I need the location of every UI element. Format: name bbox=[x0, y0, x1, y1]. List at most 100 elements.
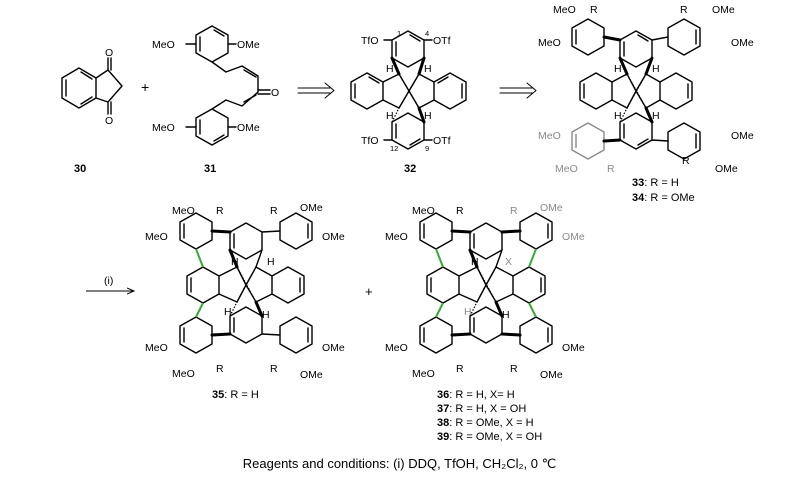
c36-ome-3: OMe bbox=[562, 342, 585, 354]
c37-label: 37: R = H, X = OH bbox=[437, 403, 526, 415]
compound-32-number: 32 bbox=[404, 163, 416, 175]
c36-ome-4: OMe bbox=[540, 369, 563, 381]
c35-definition: : R = H bbox=[224, 389, 259, 401]
c33-meo-2: MeO bbox=[538, 37, 561, 49]
c35-r-4: R bbox=[270, 363, 278, 375]
compound-36-39-structure bbox=[419, 212, 553, 354]
plus-sign-1: + bbox=[141, 79, 149, 95]
c32-tfo-top: TfO bbox=[361, 35, 379, 47]
c35-ome-4: OMe bbox=[300, 369, 323, 381]
c33-ome-4: OMe bbox=[715, 163, 738, 175]
c36-r-2: R bbox=[510, 205, 518, 217]
c35-meo-4: MeO bbox=[172, 368, 195, 380]
c32-h-4: H bbox=[424, 110, 432, 122]
c33-meo-1: MeO bbox=[553, 4, 576, 16]
c31-ome-bottom: OMe bbox=[237, 122, 260, 134]
c36-h-1: H bbox=[471, 256, 479, 268]
c35-h-2: H bbox=[267, 256, 275, 268]
c36-x: X bbox=[505, 256, 512, 268]
c39-definition: : R = OMe, X = OH bbox=[449, 431, 542, 443]
c32-otf-top: OTf bbox=[433, 35, 451, 47]
c32-tfo-bottom: TfO bbox=[361, 135, 379, 147]
c35-meo-2: MeO bbox=[145, 231, 168, 243]
plus-sign-2: + bbox=[365, 284, 373, 299]
compound-30-structure bbox=[61, 57, 123, 115]
c35-meo-1: MeO bbox=[172, 205, 195, 217]
c35-r-2: R bbox=[270, 205, 278, 217]
c36-meo-4: MeO bbox=[412, 368, 435, 380]
c35-number: 35 bbox=[212, 389, 224, 401]
compound-33-34-structure bbox=[571, 18, 701, 160]
c32-otf-bottom: OTf bbox=[433, 135, 451, 147]
c36-r-1: R bbox=[456, 205, 464, 217]
c36-ome-1: OMe bbox=[540, 202, 563, 214]
c33-h-3: H bbox=[614, 110, 622, 122]
c33-ome-3: OMe bbox=[731, 130, 754, 142]
reaction-conditions-caption: Reagents and conditions: (i) DDQ, TfOH, … bbox=[242, 456, 557, 471]
c37-definition: : R = H, X = OH bbox=[449, 403, 526, 415]
c36-meo-3: MeO bbox=[385, 342, 408, 354]
c35-r-3: R bbox=[216, 363, 224, 375]
retrosynthesis-arrow-1 bbox=[297, 82, 335, 99]
c30-o-top: O bbox=[105, 47, 113, 59]
c33-h-4: H bbox=[652, 110, 660, 122]
c35-ome-3: OMe bbox=[322, 342, 345, 354]
c36-meo-2: MeO bbox=[385, 231, 408, 243]
c38-definition: : R = OMe, X = H bbox=[449, 417, 533, 429]
compound-31-structure bbox=[185, 25, 271, 146]
c34-label: 34: R = OMe bbox=[632, 192, 695, 204]
c36-definition: : R = H, X= H bbox=[449, 389, 514, 401]
retrosynthesis-arrow-2 bbox=[499, 82, 537, 99]
c31-ketone-o: O bbox=[271, 87, 279, 99]
c33-ome-2: OMe bbox=[731, 37, 754, 49]
compound-35-structure bbox=[179, 212, 313, 354]
c36-r-4: R bbox=[510, 363, 518, 375]
c32-locant-12: 12 bbox=[390, 144, 398, 153]
c39-label: 39: R = OMe, X = OH bbox=[437, 431, 542, 443]
c35-h-1: H bbox=[231, 256, 239, 268]
c34-definition: : R = OMe bbox=[644, 192, 694, 204]
c35-label: 35: R = H bbox=[212, 389, 259, 401]
c36-number: 36 bbox=[437, 389, 449, 401]
c36-ome-2: OMe bbox=[562, 231, 585, 243]
c36-h-3: H bbox=[464, 306, 472, 318]
c38-number: 38 bbox=[437, 417, 449, 429]
c35-meo-3: MeO bbox=[145, 342, 168, 354]
c33-h-1: H bbox=[614, 63, 622, 75]
c33-h-2: H bbox=[652, 63, 660, 75]
compound-31-number: 31 bbox=[204, 163, 216, 175]
c32-locant-1: 1 bbox=[397, 29, 401, 38]
c31-meo-bottom: MeO bbox=[152, 122, 175, 134]
c39-number: 39 bbox=[437, 431, 449, 443]
c33-meo-3: MeO bbox=[538, 130, 561, 142]
c37-number: 37 bbox=[437, 403, 449, 415]
c33-label: 33: R = H bbox=[632, 177, 679, 189]
c35-h-4: H bbox=[262, 309, 270, 321]
c31-ome-top: OMe bbox=[237, 39, 260, 51]
c33-r-3: R bbox=[607, 163, 615, 175]
c35-r-1: R bbox=[216, 205, 224, 217]
c33-ome-1: OMe bbox=[712, 4, 735, 16]
compound-30-number: 30 bbox=[74, 163, 86, 175]
c36-meo-1: MeO bbox=[412, 205, 435, 217]
c36-label: 36: R = H, X= H bbox=[437, 389, 515, 401]
c30-o-bottom: O bbox=[105, 115, 113, 127]
c33-r-2: R bbox=[680, 4, 688, 16]
c36-h-4: H bbox=[502, 309, 510, 321]
c33-r-1: R bbox=[590, 4, 598, 16]
step-label-i: (i) bbox=[104, 275, 113, 287]
c32-h-1: H bbox=[386, 63, 394, 75]
c35-h-3: H bbox=[224, 306, 232, 318]
compound-32-structure bbox=[350, 30, 467, 150]
c32-locant-4: 4 bbox=[425, 29, 429, 38]
c34-number: 34 bbox=[632, 192, 645, 204]
c36-r-3: R bbox=[456, 363, 464, 375]
c33-definition: : R = H bbox=[644, 177, 679, 189]
c32-h-3: H bbox=[386, 110, 394, 122]
c32-h-2: H bbox=[424, 63, 432, 75]
c32-locant-9: 9 bbox=[425, 144, 429, 153]
c33-r-4: R bbox=[682, 155, 690, 167]
c35-ome-2: OMe bbox=[322, 231, 345, 243]
c35-ome-1: OMe bbox=[300, 202, 323, 214]
